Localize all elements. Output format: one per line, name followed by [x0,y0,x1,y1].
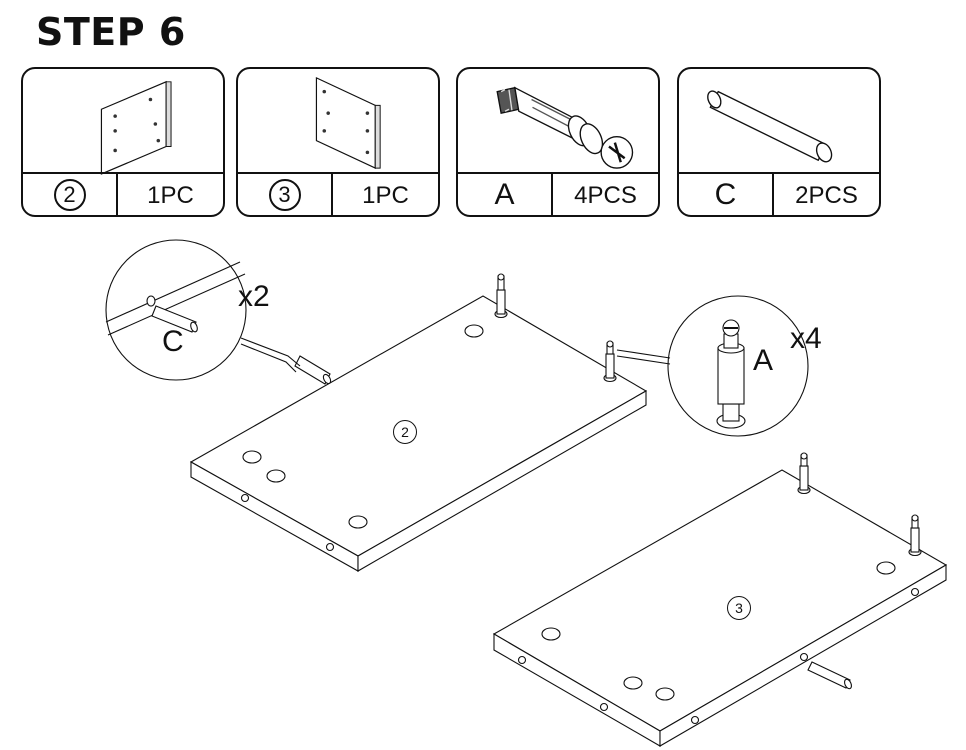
cam-bolt-4 [908,514,922,557]
bolt-callout-letter: A [753,344,774,377]
cam-bolt-3 [797,452,811,495]
cam-bolt-icon [496,86,634,169]
part-qty-3: 1PC [362,182,409,209]
part-qty-c: 2PCS [795,182,858,209]
panel-3-label: 3 [727,596,751,620]
dowel-icon [707,90,833,163]
part-id-2: 2 [53,178,86,211]
part-card-panel-3: 3 1PC [236,67,440,217]
cam-bolt-2 [603,340,617,383]
part-id-a: A [458,174,553,215]
part-id-c: C [679,174,774,215]
dowel-on-panel-2 [294,355,332,385]
panel-2-icon [100,80,172,175]
bolt-callout [616,295,809,437]
part-card-panel-2: 2 1PC [21,67,225,217]
panel-3-board [492,469,948,747]
bolt-callout-count: x4 [790,322,822,355]
part-card-c: C 2PCS [677,67,881,217]
dowel-callout-count: x2 [238,280,270,313]
part-id-3: 3 [268,178,301,211]
part-card-a: A 4PCS [456,67,660,217]
step-title: STEP 6 [36,10,186,54]
part-qty-2: 1PC [147,182,194,209]
part-qty-a: 4PCS [574,182,637,209]
cam-bolt-1 [494,273,508,319]
panel-3-icon [315,76,381,170]
panel-2-board [189,295,648,572]
dowel-callout [105,239,301,381]
dowel-callout-letter: C [162,325,184,358]
panel-2-label: 2 [393,420,417,444]
